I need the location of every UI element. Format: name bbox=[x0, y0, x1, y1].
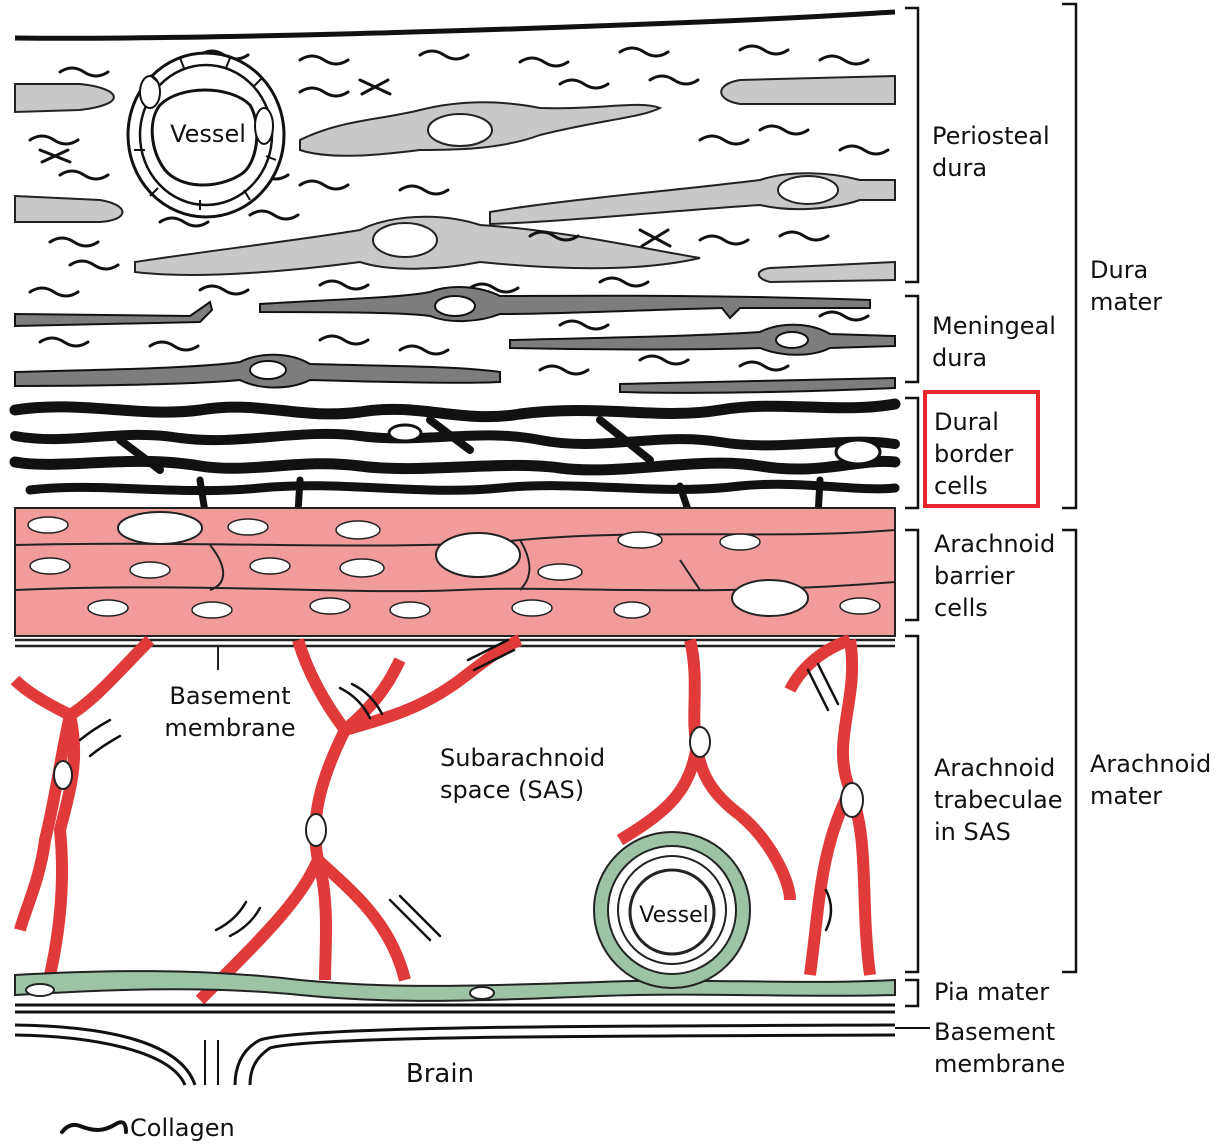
dural-border-layer bbox=[15, 404, 895, 516]
label-brain: Brain bbox=[380, 1058, 500, 1090]
fibroblast bbox=[490, 173, 895, 224]
fibroblast bbox=[15, 196, 123, 222]
pia-mater-layer bbox=[15, 832, 930, 1085]
periosteal-dura-layer bbox=[15, 12, 895, 296]
label-vessel-top: Vessel bbox=[158, 118, 258, 150]
fibroblast bbox=[721, 76, 895, 104]
meningeal-dura-layer bbox=[15, 287, 895, 393]
legend-collagen-label: Collagen bbox=[130, 1112, 235, 1144]
label-pia-mater: Pia mater bbox=[934, 976, 1049, 1008]
label-vessel-bottom: Vessel bbox=[634, 900, 714, 932]
fibroblast bbox=[15, 84, 114, 112]
collagen-legend-icon bbox=[62, 1122, 126, 1132]
fibroblast bbox=[759, 262, 895, 282]
